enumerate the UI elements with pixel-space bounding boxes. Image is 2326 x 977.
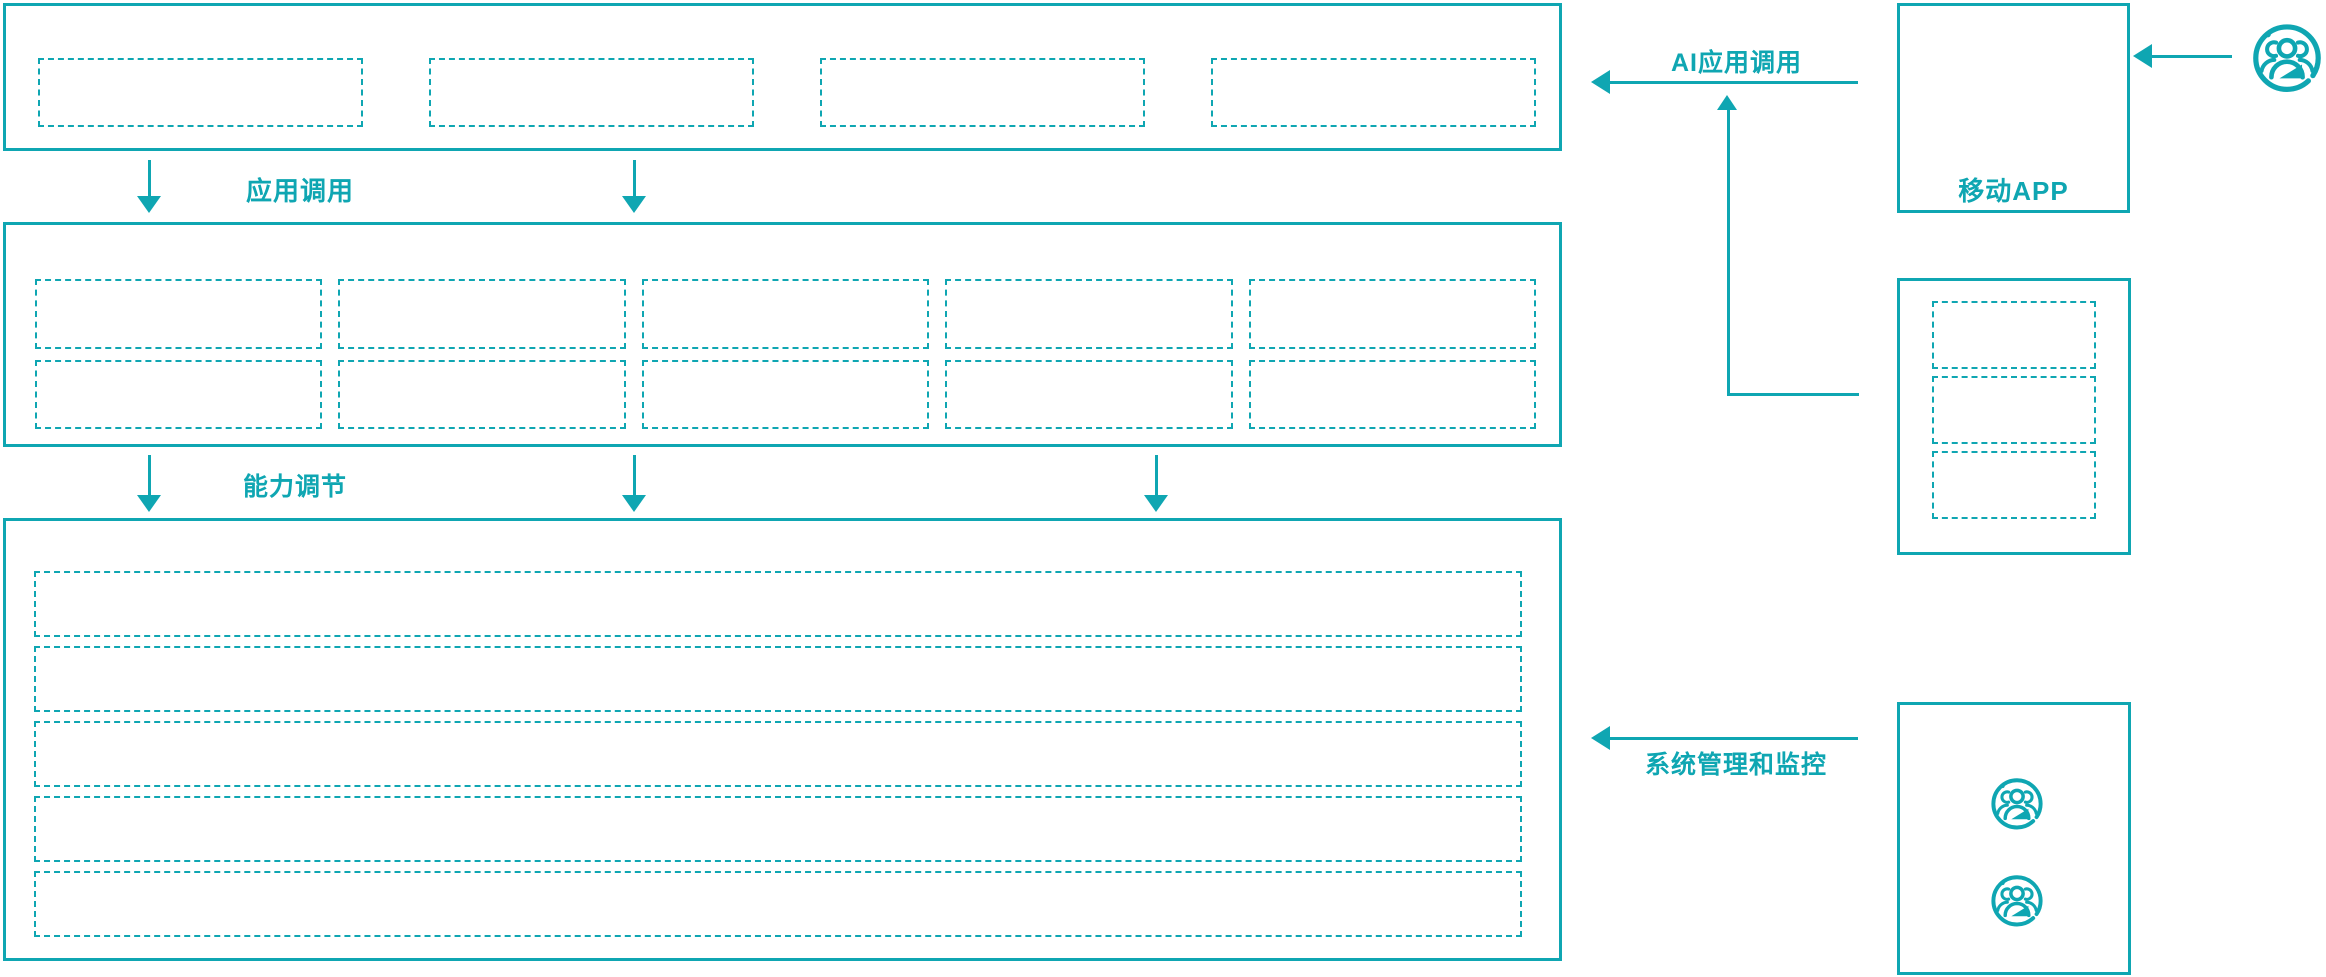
placeholder-box	[945, 359, 1233, 429]
user-group-icon	[1991, 778, 2043, 830]
placeholder-box	[641, 279, 930, 349]
placeholder-row	[34, 796, 1522, 862]
user-arrow-line	[2152, 55, 2232, 58]
arrow-down-icon	[1144, 495, 1168, 512]
placeholder-row	[34, 646, 1522, 712]
arrow-left-icon	[1591, 70, 1610, 94]
resource-layer-placeholders	[34, 571, 1522, 937]
user-group-icon	[1991, 875, 2043, 927]
system-mgmt-arrow-line	[1610, 737, 1858, 740]
arrow-down-icon	[622, 495, 646, 512]
arrow-down-icon	[622, 196, 646, 213]
placeholder-row	[34, 571, 1522, 637]
placeholder-box	[641, 359, 930, 429]
arrow-left-icon	[1591, 726, 1610, 750]
placeholder-box	[35, 359, 323, 429]
placeholder-box	[945, 279, 1233, 349]
placeholder-box	[1211, 58, 1536, 127]
capability-arrow-line-1	[148, 455, 151, 495]
ai-app-call-arrow-line	[1610, 81, 1858, 84]
app-call-label: 应用调用	[246, 176, 355, 206]
arrow-down-icon	[137, 196, 161, 213]
application-layer-placeholders	[38, 58, 1536, 127]
placeholder-row	[34, 871, 1522, 937]
mobile-app-label: 移动APP	[1958, 176, 2069, 206]
client-panel-placeholders	[1932, 301, 2096, 519]
mobile-app-box: 移动APP	[1897, 3, 2130, 213]
placeholder-box	[1932, 301, 2096, 369]
client-connector-vline	[1727, 110, 1730, 396]
capability-adjust-label: 能力调节	[243, 473, 348, 501]
arrow-up-icon	[1717, 95, 1737, 110]
placeholder-box	[35, 279, 323, 349]
capability-arrow-line-3	[1155, 455, 1158, 495]
placeholder-box	[1248, 359, 1536, 429]
placeholder-box	[38, 58, 363, 127]
capability-arrow-line-2	[633, 455, 636, 495]
user-group-icon	[2250, 20, 2324, 94]
placeholder-box	[820, 58, 1145, 127]
ai-app-call-label: AI应用调用	[1671, 49, 1803, 77]
placeholder-row	[34, 721, 1522, 787]
placeholder-box	[1932, 376, 2096, 444]
admin-panel-box	[1897, 702, 2131, 975]
arrow-down-icon	[137, 495, 161, 512]
capability-layer-placeholders	[35, 279, 1536, 429]
arrow-left-icon	[2133, 44, 2152, 68]
system-management-label: 系统管理和监控	[1645, 751, 1828, 779]
placeholder-box	[1248, 279, 1536, 349]
placeholder-box	[429, 58, 754, 127]
placeholder-box	[338, 359, 626, 429]
client-connector-hline	[1727, 393, 1859, 396]
placeholder-box	[1932, 451, 2096, 519]
app-call-arrow-line-2	[633, 160, 636, 196]
placeholder-box	[338, 279, 626, 349]
app-call-arrow-line-1	[148, 160, 151, 196]
